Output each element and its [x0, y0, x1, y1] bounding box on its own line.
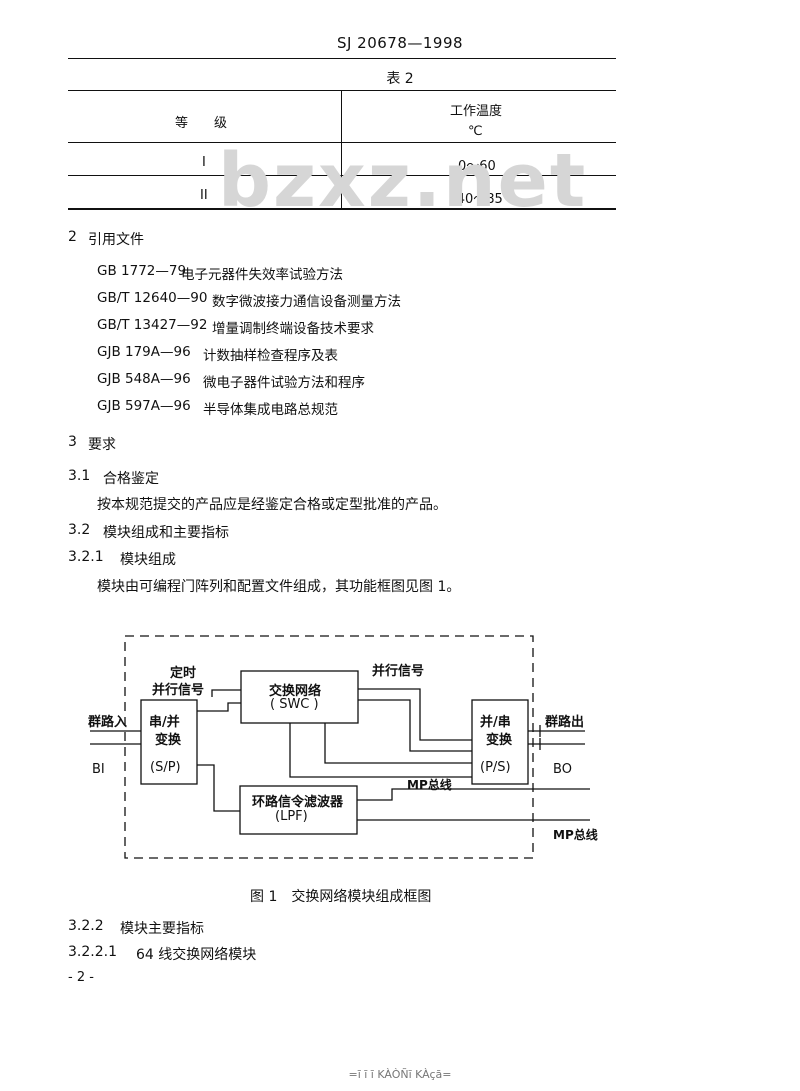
reference-code: GB 1772—79	[97, 263, 187, 279]
clause-number: 3.2.1	[68, 549, 104, 565]
group-out-label: 群路出	[545, 715, 585, 730]
parallel-signal-label: 并行信号	[152, 683, 205, 698]
table-cell-temp: 0～60	[458, 159, 496, 174]
module-boundary	[124, 635, 534, 859]
reference-title: 计数抽样检查程序及表	[203, 348, 338, 364]
reference-title: 增量调制终端设备技术要求	[212, 321, 374, 337]
section-heading: 要求	[88, 437, 116, 453]
swc-block-label: 交换网络	[269, 684, 322, 699]
clause-number: 3.1	[68, 468, 91, 484]
section-number: 2	[68, 229, 77, 245]
section-heading: 引用文件	[88, 232, 144, 248]
table-cell-grade: II	[200, 188, 208, 203]
bi-label: BI	[92, 762, 105, 777]
clause-number: 3.2	[68, 522, 91, 538]
clause-number: 3.2.2	[68, 918, 104, 934]
clause-heading: 模块组成	[120, 552, 176, 568]
clause-body: 按本规范提交的产品应是经鉴定合格或定型批准的产品。	[97, 497, 447, 513]
table-header-rule	[68, 142, 616, 143]
reference-title: 微电子器件试验方法和程序	[203, 375, 365, 391]
reference-title: 半导体集成电路总规范	[203, 402, 338, 418]
header-rule	[68, 58, 616, 59]
reference-code: GJB 548A—96	[97, 371, 191, 387]
clause-heading: 64 线交换网络模块	[136, 947, 257, 963]
lpf-block-label: 环路信令滤波器	[252, 795, 344, 810]
table-row-rule	[68, 175, 616, 176]
mp-bus-label: MP总线	[407, 778, 452, 792]
reference-code: GB/T 13427—92	[97, 317, 208, 333]
table-bottom-rule	[68, 208, 616, 210]
table-header-temp-unit: ℃	[468, 124, 483, 139]
figure-caption: 图 1 交换网络模块组成框图	[250, 889, 432, 905]
clause-heading: 合格鉴定	[103, 471, 159, 487]
table-title: 表 2	[386, 71, 414, 87]
table-header-temp: 工作温度	[450, 104, 503, 119]
watermark: bzxz.net	[218, 138, 588, 224]
clause-body: 模块由可编程门阵列和配置文件组成，其功能框图见图 1。	[97, 579, 461, 595]
clause-heading: 模块组成和主要指标	[103, 525, 229, 541]
table-column-divider	[341, 90, 342, 208]
page-number: - 2 -	[68, 970, 94, 985]
group-in-label: 群路入	[88, 715, 128, 730]
timing-label: 定时	[170, 666, 197, 681]
standard-number: SJ 20678—1998	[336, 34, 464, 52]
swc-block-label: ( SWC )	[270, 697, 319, 712]
reference-title: 电子元器件失效率试验方法	[181, 267, 343, 283]
clause-heading: 模块主要指标	[120, 921, 204, 937]
table-top-rule	[68, 90, 616, 91]
section-number: 3	[68, 434, 77, 450]
ps-block-label: 变换	[486, 733, 513, 748]
ps-block-label: 并/串	[480, 715, 511, 730]
lpf-block-label: (LPF)	[275, 809, 308, 824]
mp-bus-label: MP总线	[553, 828, 598, 842]
sp-block-label: (S/P)	[150, 760, 181, 775]
reference-code: GJB 597A—96	[97, 398, 191, 414]
swc-block	[240, 670, 359, 724]
table-cell-grade: I	[202, 155, 206, 170]
ps-block-label: (P/S)	[480, 760, 511, 775]
reference-code: GB/T 12640—90	[97, 290, 208, 306]
sp-block	[140, 699, 198, 785]
footer-text: =ī ī ī KÀÒÑī KÀçā=	[348, 1068, 452, 1081]
ps-block	[471, 699, 529, 785]
reference-code: GJB 179A—96	[97, 344, 191, 360]
table-header-grade: 等 级	[175, 116, 228, 131]
reference-title: 数字微波接力通信设备测量方法	[212, 294, 401, 310]
sp-block-label: 变换	[155, 733, 182, 748]
bo-label: BO	[553, 762, 572, 777]
table-cell-temp: -40～85	[452, 192, 503, 207]
sp-block-label: 串/并	[149, 715, 180, 730]
lpf-block	[239, 785, 358, 835]
parallel-signal-label: 并行信号	[372, 664, 425, 679]
clause-number: 3.2.2.1	[68, 944, 117, 960]
